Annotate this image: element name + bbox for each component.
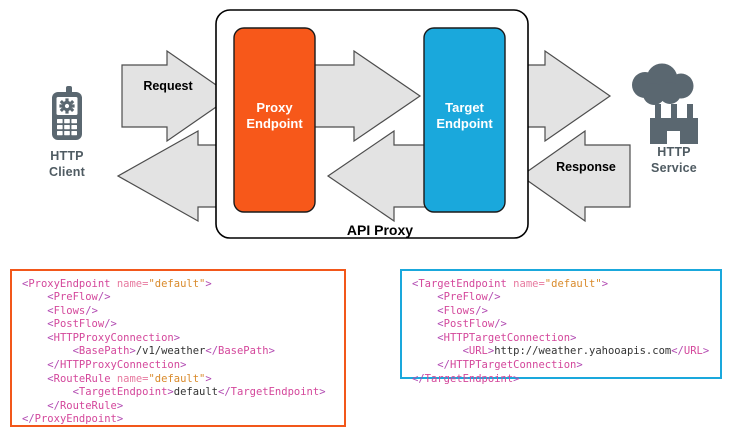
proxy-endpoint-code-block: <ProxyEndpoint name="default"> <PreFlow/… xyxy=(10,268,346,427)
proxy-endpoint-box[interactable] xyxy=(233,27,316,213)
response-arrow-label: Response xyxy=(556,160,616,174)
target-endpoint-code-block: <TargetEndpoint name="default"> <PreFlow… xyxy=(400,268,722,385)
api-proxy-diagram xyxy=(52,9,698,239)
factory-cloud-icon xyxy=(632,63,698,144)
cloud-shape xyxy=(632,63,694,105)
mobile-phone-gear-icon xyxy=(52,86,82,140)
target-endpoint-box[interactable] xyxy=(423,27,506,213)
factory-shape xyxy=(650,104,698,144)
request-arrow xyxy=(121,49,234,143)
response-arrow xyxy=(519,129,631,223)
request-arrow-label: Request xyxy=(143,79,193,93)
api-proxy-title: API Proxy xyxy=(346,222,414,238)
proxy-to-target-arrow-overlay xyxy=(313,49,422,143)
